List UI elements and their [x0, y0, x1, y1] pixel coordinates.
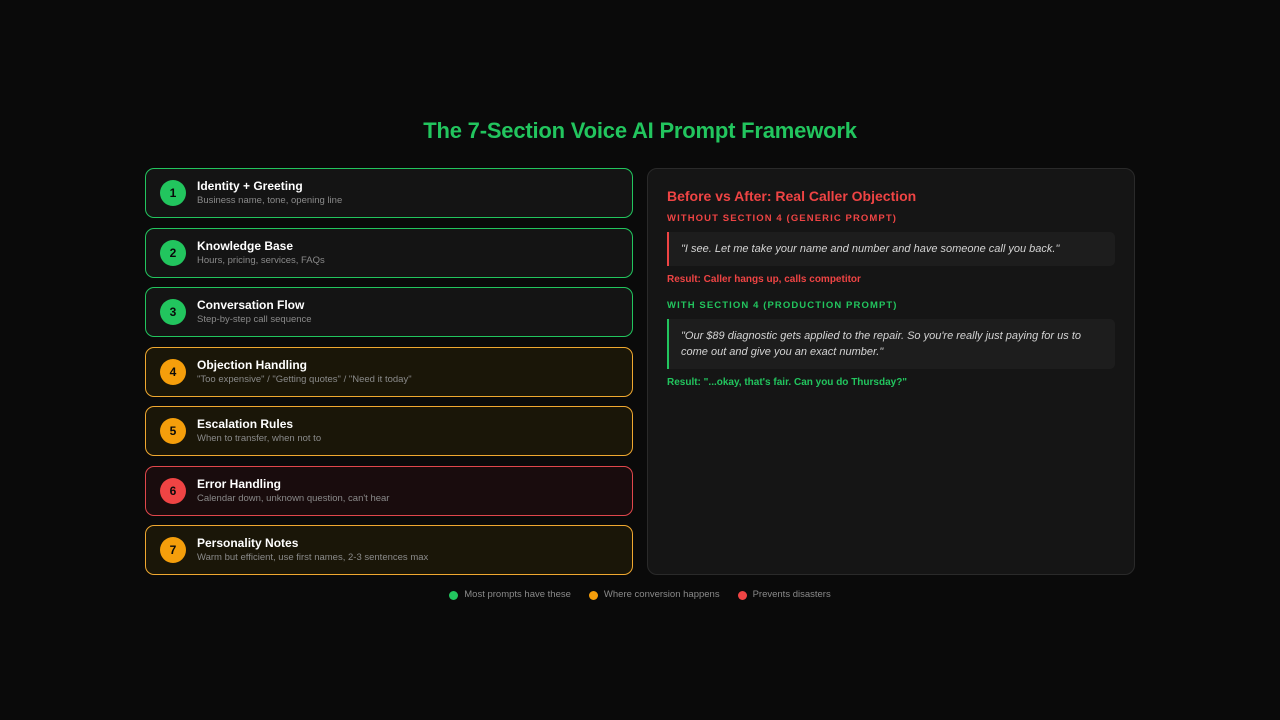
section-card-identity-greeting: 1 Identity + Greeting Business name, ton… [145, 168, 633, 218]
section-number-badge: 5 [160, 418, 186, 444]
legend-item-red: Prevents disasters [737, 589, 831, 601]
section-card-conversation-flow: 3 Conversation Flow Step-by-step call se… [145, 287, 633, 337]
section-description: Business name, tone, opening line [197, 195, 343, 206]
section-description: When to transfer, when not to [197, 433, 322, 444]
section-description: "Too expensive" / "Getting quotes" / "Ne… [197, 373, 412, 385]
section-number-badge: 4 [160, 358, 186, 385]
legend-label: Where conversion happens [603, 589, 720, 600]
section-title: Escalation Rules [197, 417, 294, 431]
with-section-label: WITH SECTION 4 (PRODUCTION PROMPT) [667, 300, 898, 311]
section-description: Warm but efficient, use first names, 2-3… [197, 552, 429, 563]
comparison-panel: Before vs After: Real Caller Objection W… [647, 168, 1135, 575]
section-title: Conversation Flow [197, 298, 305, 312]
with-section-quote: "Our $89 diagnostic gets applied to the … [667, 319, 1115, 369]
comparison-title: Before vs After: Real Caller Objection [667, 188, 917, 204]
section-title: Objection Handling [197, 357, 307, 372]
green-dot-icon [449, 590, 459, 600]
section-card-escalation-rules: 5 Escalation Rules When to transfer, whe… [145, 406, 633, 456]
legend-label: Most prompts have these [464, 589, 571, 600]
without-section-result: Result: Caller hangs up, calls competito… [667, 274, 861, 285]
section-number-badge: 7 [160, 537, 186, 563]
orange-dot-icon [588, 590, 598, 600]
with-section-result: Result: "...okay, that's fair. Can you d… [667, 377, 908, 388]
legend: Most prompts have these Where conversion… [0, 589, 1280, 601]
section-title: Identity + Greeting [197, 179, 303, 193]
sections-list: 1 Identity + Greeting Business name, ton… [145, 168, 633, 575]
section-card-error-handling: 6 Error Handling Calendar down, unknown … [145, 465, 633, 516]
section-card-objection-handling: 4 Objection Handling "Too expensive" / "… [145, 346, 633, 397]
section-title: Knowledge Base [197, 238, 294, 253]
red-dot-icon [737, 590, 747, 600]
without-section-quote: "I see. Let me take your name and number… [667, 232, 1115, 266]
section-title: Personality Notes [197, 536, 299, 550]
page-title: The 7-Section Voice AI Prompt Framework [423, 118, 857, 143]
without-section-label: WITHOUT SECTION 4 (GENERIC PROMPT) [667, 213, 898, 224]
section-number-badge: 2 [160, 239, 186, 266]
section-title: Error Handling [197, 476, 282, 491]
section-number-badge: 3 [160, 299, 186, 325]
section-number-badge: 6 [160, 477, 186, 504]
section-description: Calendar down, unknown question, can't h… [197, 492, 390, 504]
section-description: Hours, pricing, services, FAQs [197, 254, 325, 266]
legend-label: Prevents disasters [752, 589, 831, 600]
section-card-knowledge-base: 2 Knowledge Base Hours, pricing, service… [145, 227, 633, 278]
section-description: Step-by-step call sequence [197, 314, 312, 325]
legend-item-orange: Where conversion happens [588, 589, 720, 601]
section-number-badge: 1 [160, 180, 186, 206]
section-card-personality-notes: 7 Personality Notes Warm but efficient, … [145, 525, 633, 575]
legend-item-green: Most prompts have these [449, 589, 571, 601]
